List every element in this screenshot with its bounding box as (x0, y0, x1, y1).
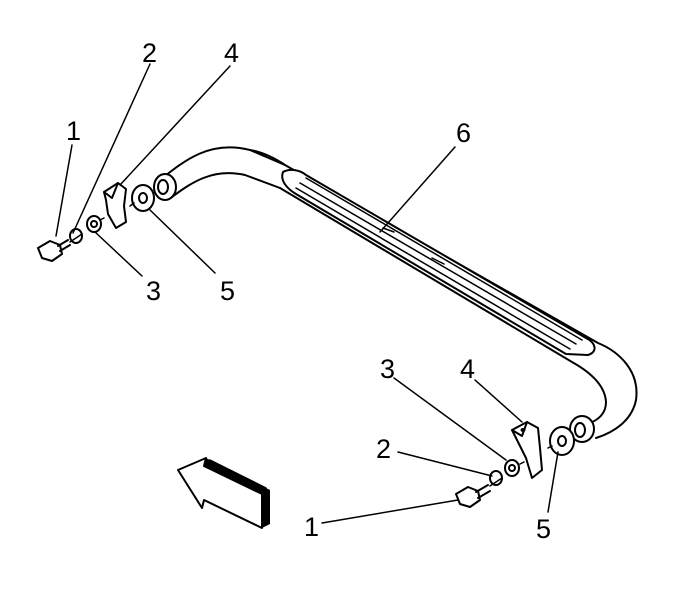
callout-left-bolt: 1 (66, 116, 81, 146)
right-hardware (455, 421, 575, 508)
leader-lines (55, 63, 559, 524)
callout-left-spacer: 5 (220, 276, 235, 306)
callout-right-bolt: 1 (304, 512, 319, 542)
callout-step-bar: 6 (456, 118, 471, 148)
callout-left-bracket: 4 (224, 38, 239, 68)
callout-right-lock-washer: 2 (376, 434, 391, 464)
callout-right-spacer: 5 (536, 514, 551, 544)
right-bracket (511, 421, 543, 479)
left-hardware (37, 182, 155, 262)
callout-right-bracket: 4 (460, 354, 475, 384)
callout-left-washer: 3 (146, 276, 161, 306)
front-arrow-icon (177, 457, 270, 529)
callout-right-washer: 3 (380, 354, 395, 384)
step-bar (153, 146, 638, 443)
callouts: 1 2 4 3 5 6 3 4 2 1 5 (66, 38, 551, 544)
right-bolt (455, 486, 481, 508)
left-bolt (37, 240, 63, 262)
callout-left-lock-washer: 2 (142, 38, 157, 68)
